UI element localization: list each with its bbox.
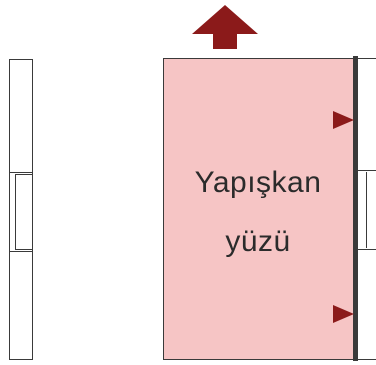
sticky-side-label-line1: Yapışkan xyxy=(194,166,322,199)
left-sheet-strip xyxy=(9,59,33,360)
left-strip-divider-top xyxy=(9,172,33,173)
up-arrow-icon xyxy=(192,5,258,49)
right-strip-slot-inner xyxy=(366,172,376,248)
right-strip-slot xyxy=(357,170,376,250)
triangle-pointer-icon-bottom xyxy=(333,305,354,323)
triangle-pointer-icon-top xyxy=(333,111,354,129)
sticky-side-panel xyxy=(163,58,356,360)
left-strip-slot xyxy=(15,174,33,250)
sticky-side-label-line2: yüzü xyxy=(225,225,291,258)
panel-right-edge xyxy=(353,56,358,361)
left-strip-divider-bottom xyxy=(9,251,33,252)
